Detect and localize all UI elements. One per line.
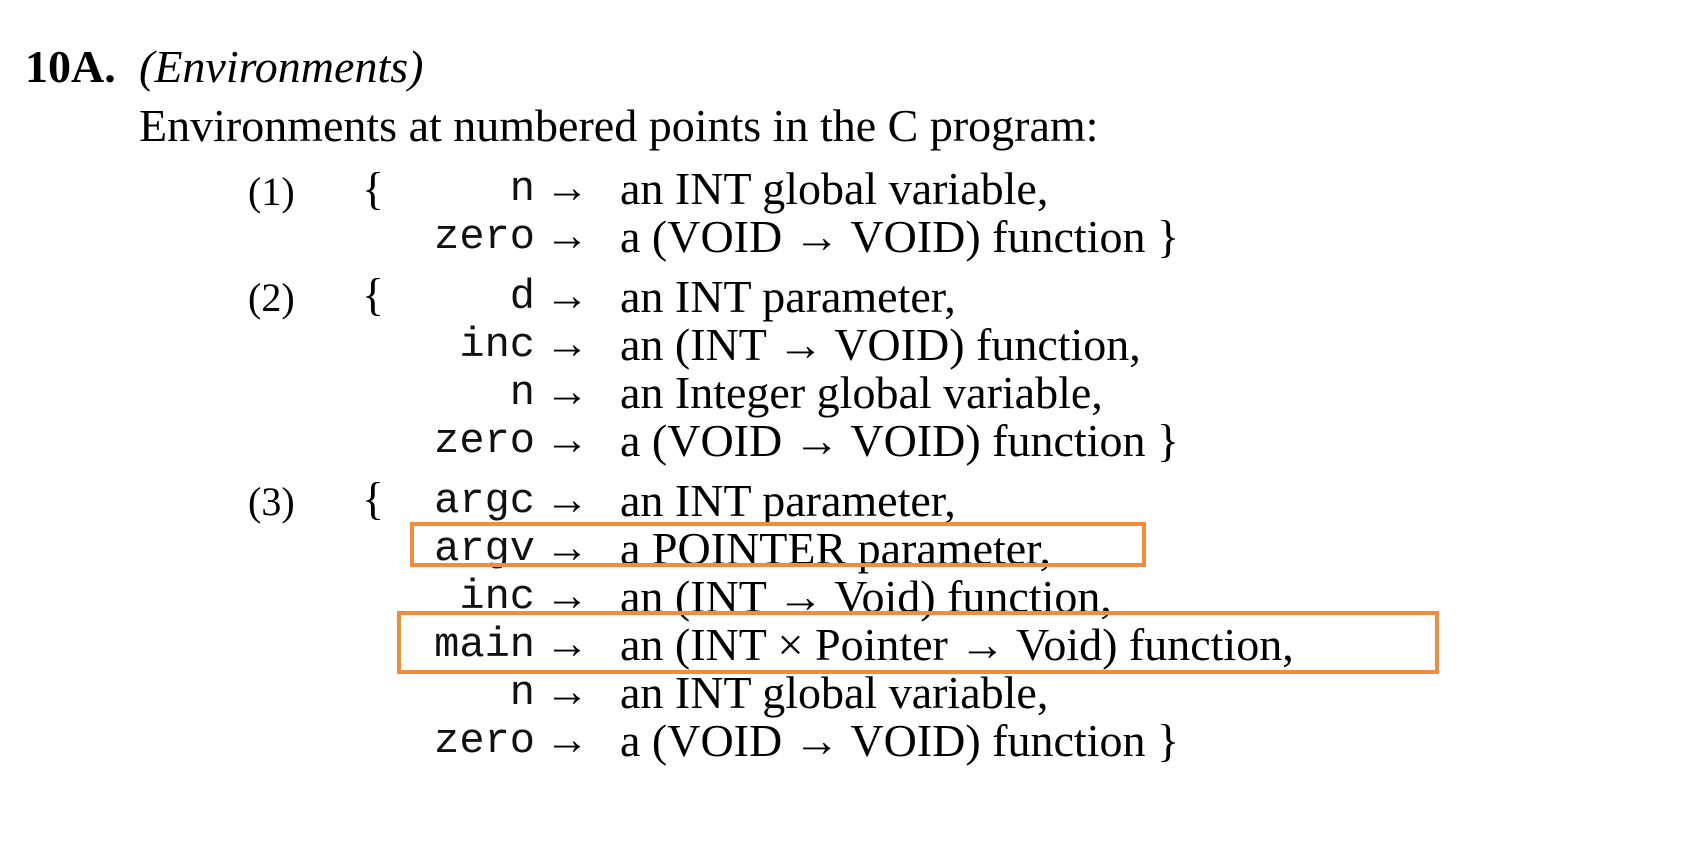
binding-description: an (INT × Pointer → Void) function,: [620, 619, 1294, 670]
identifier: zero: [434, 417, 535, 465]
identifier: n: [509, 669, 535, 717]
binding-description: an INT parameter,: [620, 271, 956, 322]
close-brace: }: [1156, 415, 1180, 466]
open-brace: {: [362, 163, 385, 214]
open-brace: {: [362, 269, 385, 320]
close-brace: }: [1156, 715, 1180, 766]
binding-description: an INT parameter,: [620, 475, 956, 526]
binding-description: an (INT → VOID) function,: [620, 319, 1141, 370]
binding-description: a (VOID → VOID) function }: [620, 715, 1180, 766]
binding-description: an INT global variable,: [620, 163, 1049, 214]
maps-to-arrow: →: [545, 571, 589, 620]
environment-label: (3): [248, 479, 295, 524]
identifier: zero: [434, 717, 535, 765]
identifier: zero: [434, 213, 535, 261]
close-brace: }: [1156, 211, 1180, 262]
identifier: n: [509, 165, 535, 213]
identifier: n: [509, 369, 535, 417]
maps-to-arrow: →: [545, 523, 589, 572]
binding-description: an INT global variable,: [620, 667, 1049, 718]
identifier: main: [434, 621, 535, 669]
section-number: 10A.: [25, 41, 116, 92]
maps-to-arrow: →: [545, 367, 589, 416]
maps-to-arrow: →: [545, 715, 589, 764]
open-brace: {: [362, 473, 385, 524]
binding-description: a (VOID → VOID) function }: [620, 211, 1180, 262]
maps-to-arrow: →: [545, 319, 589, 368]
highlight-box-argv: [410, 522, 1146, 567]
maps-to-arrow: →: [545, 619, 589, 668]
maps-to-arrow: →: [545, 271, 589, 320]
maps-to-arrow: →: [545, 415, 589, 464]
maps-to-arrow: →: [545, 163, 589, 212]
maps-to-arrow: →: [545, 475, 589, 524]
section-title: (Environments): [139, 41, 424, 92]
identifier: argc: [434, 477, 535, 525]
binding-description: an Integer global variable,: [620, 367, 1103, 418]
identifier: inc: [459, 321, 535, 369]
maps-to-arrow: →: [545, 667, 589, 716]
intro-text: Environments at numbered points in the C…: [139, 100, 1099, 151]
environment-label: (2): [248, 275, 295, 320]
environment-label: (1): [248, 169, 295, 214]
identifier: d: [509, 273, 535, 321]
binding-description: a (VOID → VOID) function }: [620, 415, 1180, 466]
maps-to-arrow: →: [545, 211, 589, 260]
highlight-box-main: [397, 611, 1439, 674]
